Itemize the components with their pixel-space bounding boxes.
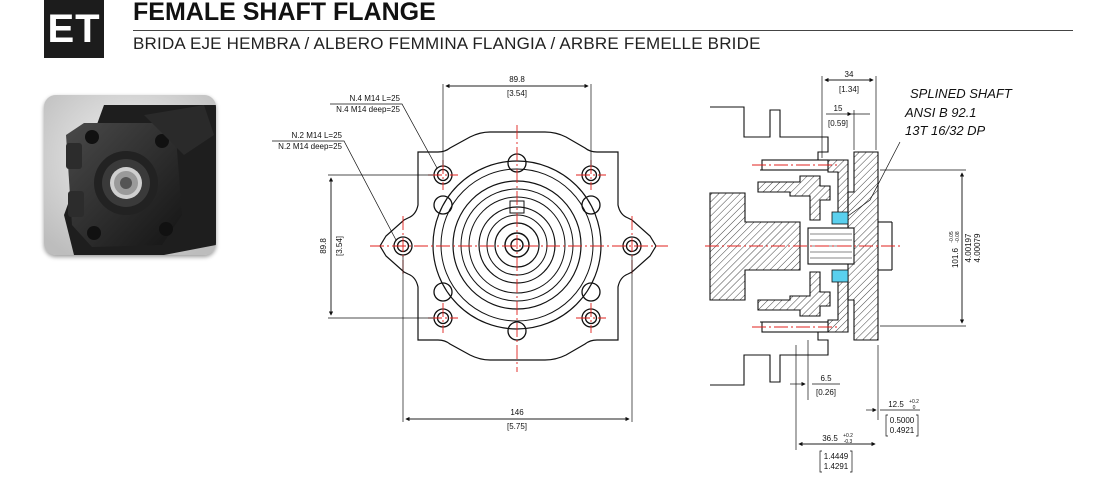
product-photo-image (44, 95, 216, 255)
dim-36-5-tol-bot: -0.3 (844, 439, 853, 445)
dim-36-5-in-top: 1.4449 (824, 452, 849, 461)
dim-36-5-in-bot: 1.4291 (824, 462, 849, 471)
dim-side: 89.8 (319, 238, 328, 254)
dim-101-tol-top: -0.05 (949, 231, 955, 243)
note-n2-line2: N.2 M14 deep=25 (278, 142, 342, 151)
et-badge: ET (44, 0, 104, 58)
dim-top-in: [3.54] (507, 89, 527, 98)
dim-15: 15 (834, 104, 843, 113)
dim-101-tol-bot: -0.08 (955, 231, 961, 243)
dim-12-5-in-top: 0.5000 (890, 416, 915, 425)
dim-12-5-in-bot: 0.4921 (890, 426, 915, 435)
inch-brackets (819, 414, 919, 473)
front-dimensions (272, 83, 633, 422)
dim-101-in-bot: 4.00079 (973, 233, 982, 262)
dim-bottom: 146 (510, 408, 524, 417)
dim-6-5-in: [0.26] (816, 388, 836, 397)
dim-12-5-tol-bot: 0 (913, 405, 916, 411)
note-n2-line1: N.2 M14 L=25 (292, 131, 343, 140)
dim-101-in-top: 4.00197 (964, 233, 973, 262)
page-subtitle: BRIDA EJE HEMBRA / ALBERO FEMMINA FLANGI… (133, 34, 761, 53)
spline-accent-top (831, 211, 849, 225)
dim-101-group: 101.6 -0.05 -0.08 4.00197 4.00079 (949, 231, 982, 268)
shaft-section (709, 192, 801, 301)
flange-outline (379, 131, 657, 361)
title-rule (133, 30, 1073, 31)
dim-top: 89.8 (509, 75, 525, 84)
note-n4-line1: N.4 M14 L=25 (350, 94, 401, 103)
side-centerlines (705, 164, 900, 328)
dim-101: 101.6 (951, 247, 960, 268)
note-n4-line2: N.4 M14 deep=25 (336, 105, 400, 114)
spline-title: SPLINED SHAFT (910, 86, 1013, 101)
dim-36-5: 36.5 (822, 434, 838, 443)
spline-spec: 13T 16/32 DP (905, 123, 986, 138)
page-title: FEMALE SHAFT FLANGE (133, 0, 436, 26)
dim-side-in: [3.54] (335, 236, 344, 256)
spline-std: ANSI B 92.1 (904, 105, 977, 120)
dim-12-5-tol-top: +0.2 (909, 399, 919, 405)
dim-12-5: 12.5 (888, 400, 904, 409)
dim-15-in: [0.59] (828, 119, 848, 128)
dim-6-5: 6.5 (820, 374, 832, 383)
dim-36-5-tol-top: +0.2 (843, 433, 853, 439)
dim-34: 34 (845, 70, 854, 79)
product-photo (44, 95, 216, 255)
bolt-holes (393, 153, 642, 341)
dim-bottom-in: [5.75] (507, 422, 527, 431)
spline-accent-bot (831, 269, 849, 283)
dim-34-in: [1.34] (839, 85, 859, 94)
side-dimensions (790, 76, 966, 450)
